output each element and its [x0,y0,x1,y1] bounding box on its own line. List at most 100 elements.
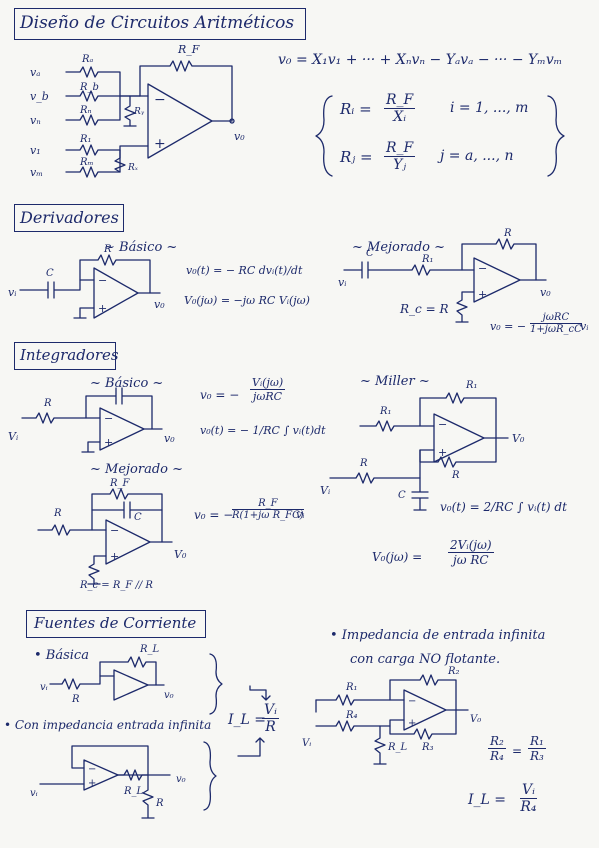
arrow-il-2 [237,737,265,757]
int-denominator: jωRC [253,390,283,403]
svg-text:V₀: V₀ [174,548,187,561]
svg-text:R_L: R_L [123,786,144,797]
svg-text:+: + [408,718,416,729]
svg-text:vᵢ: vᵢ [338,276,346,289]
svg-text:Rₐ: Rₐ [81,54,94,65]
arithmetic-main-equation: v₀ = X₁v₁ + ··· + Xₙvₙ − Yₐvₐ − ··· − Yₘ… [278,52,563,68]
section-title-arithmetic: Diseño de Circuitos Aritméticos [20,13,295,33]
svg-text:v₀: v₀ [176,774,186,785]
svg-text:R_b: R_b [79,82,99,93]
svg-text:Vᵢ: Vᵢ [320,484,330,497]
rj-fraction: R_F Yⱼ [384,140,416,173]
brace-fuente-inf [203,741,217,811]
integrador-miller: − + R₁ R₁ R R C Vᵢ V₀ [320,380,525,511]
svg-text:V₀: V₀ [512,432,525,445]
der-freq-equation: V₀(jω) = −jω RC Vᵢ(jω) [184,294,310,307]
subtitle-impedancia-inf: • Impedancia de entrada infinita [330,628,546,643]
svg-text:R: R [103,244,112,255]
svg-text:Vᵢ: Vᵢ [8,430,18,443]
miller-freq-denominator: jω RC [453,553,489,567]
section-title-integradores: Integradores [20,346,119,364]
der-mej-denominator: 1+jωR_cC [530,324,582,335]
fuente-basica: R_L R vᵢ v₀ [40,644,174,705]
svg-text:−: − [438,418,447,431]
svg-text:vₘ: vₘ [30,166,43,179]
miller-freq-fraction: 2Vᵢ(jω) jω RC [448,538,494,567]
svg-text:C: C [366,248,374,259]
il2-lhs: I_L = [468,792,507,808]
fuente-carga-no-flotante: − + R₁ R₂ R₄ R₃ R_L Vᵢ V₀ [302,666,481,765]
svg-text:−: − [104,412,113,425]
miller-time-equation: v₀(t) = 2/RC ∫ vᵢ(t) dt [440,500,567,514]
il-lhs: I_L = [228,712,267,728]
svg-text:−: − [88,764,96,775]
subtitle-basico-int: ~ Básico ~ [90,376,164,391]
section-box-fuentes [26,610,206,638]
int-mej-rc: R_c = R_F // R [80,580,153,591]
il-numerator: Vᵢ [262,702,279,719]
int-mej-vi: vᵢ [296,508,305,521]
svg-text:R: R [53,508,62,519]
section-box-derivadores [14,204,124,232]
subtitle-carga-nf: con carga NO flotante. [350,652,501,667]
svg-text:+: + [98,302,107,315]
right-brace [547,95,565,177]
integrador-basico: − + R Vᵢ v₀ [8,387,175,453]
int-fraction: Vᵢ(jω) jωRC [250,376,286,403]
svg-text:R: R [359,458,368,469]
ratio-right-denominator: R₃ [530,749,544,763]
left-brace [315,95,333,177]
int-numerator: Vᵢ(jω) [250,376,286,390]
svg-text:R: R [451,470,460,481]
svg-text:R₄: R₄ [345,710,358,721]
svg-text:−: − [154,92,166,108]
svg-text:v₀: v₀ [164,690,174,701]
svg-text:Rᵧ: Rᵧ [133,107,145,117]
rj-lhs: Rⱼ = [340,148,373,166]
svg-text:+: + [154,136,166,152]
subtitle-basico-der: ~ Básico ~ [104,240,178,255]
subtitle-basica: • Básica [34,648,89,663]
svg-text:vₙ: vₙ [30,114,41,127]
svg-text:Rₘ: Rₘ [79,157,94,168]
rj-denominator: Yⱼ [393,157,407,173]
ratio-right-numerator: R₁ [528,734,546,749]
svg-text:+: + [110,550,119,563]
svg-text:R₁: R₁ [379,406,392,417]
derivador-mejorado: − + C R₁ R vᵢ v₀ [338,228,551,323]
svg-text:Rₙ: Rₙ [79,105,92,116]
section-box-integradores [14,342,116,370]
svg-text:V₀: V₀ [470,714,481,725]
subtitle-mejorado-der: ~ Mejorado ~ [352,240,446,255]
ri-range: i = 1, ..., m [450,100,529,116]
svg-text:R₃: R₃ [421,742,434,753]
der-mej-fraction: jωRC 1+jωR_cC [530,312,582,335]
svg-text:C: C [46,268,54,279]
svg-text:R: R [43,398,52,409]
svg-text:R₂: R₂ [447,666,460,677]
svg-text:vᵢ: vᵢ [8,286,16,299]
il-denominator: R [265,719,276,735]
svg-text:Vᵢ: Vᵢ [302,738,311,749]
arrow-il [249,685,271,701]
svg-text:v₁: v₁ [30,144,41,157]
int-mej-fraction: R_F R(1+jω R_FC) [232,498,304,521]
ri-numerator: R_F [384,92,416,109]
svg-text:R₁: R₁ [79,134,92,145]
svg-text:v₀: v₀ [154,298,165,311]
fuente-impedancia-infinita: − + R_L R vᵢ v₀ [30,745,186,819]
ratio-left-fraction: R₂ R₄ [488,734,506,763]
miller-freq-numerator: 2Vᵢ(jω) [448,538,494,553]
svg-text:vᵢ: vᵢ [40,682,48,693]
il-fraction: Vᵢ R [262,702,279,735]
svg-text:vᵢ: vᵢ [30,788,38,799]
svg-text:v₀: v₀ [164,432,175,445]
rj-range: j = a, ..., n [440,148,514,164]
brace-fuente-basica [209,653,223,715]
rj-numerator: R_F [384,140,416,157]
ratio-left-numerator: R₂ [488,734,506,749]
subtitle-con-impedancia: • Con impedancia entrada infinita [4,718,212,732]
ratio-left-denominator: R₄ [490,749,504,763]
der-mej-rc: R_c = R [400,302,449,316]
